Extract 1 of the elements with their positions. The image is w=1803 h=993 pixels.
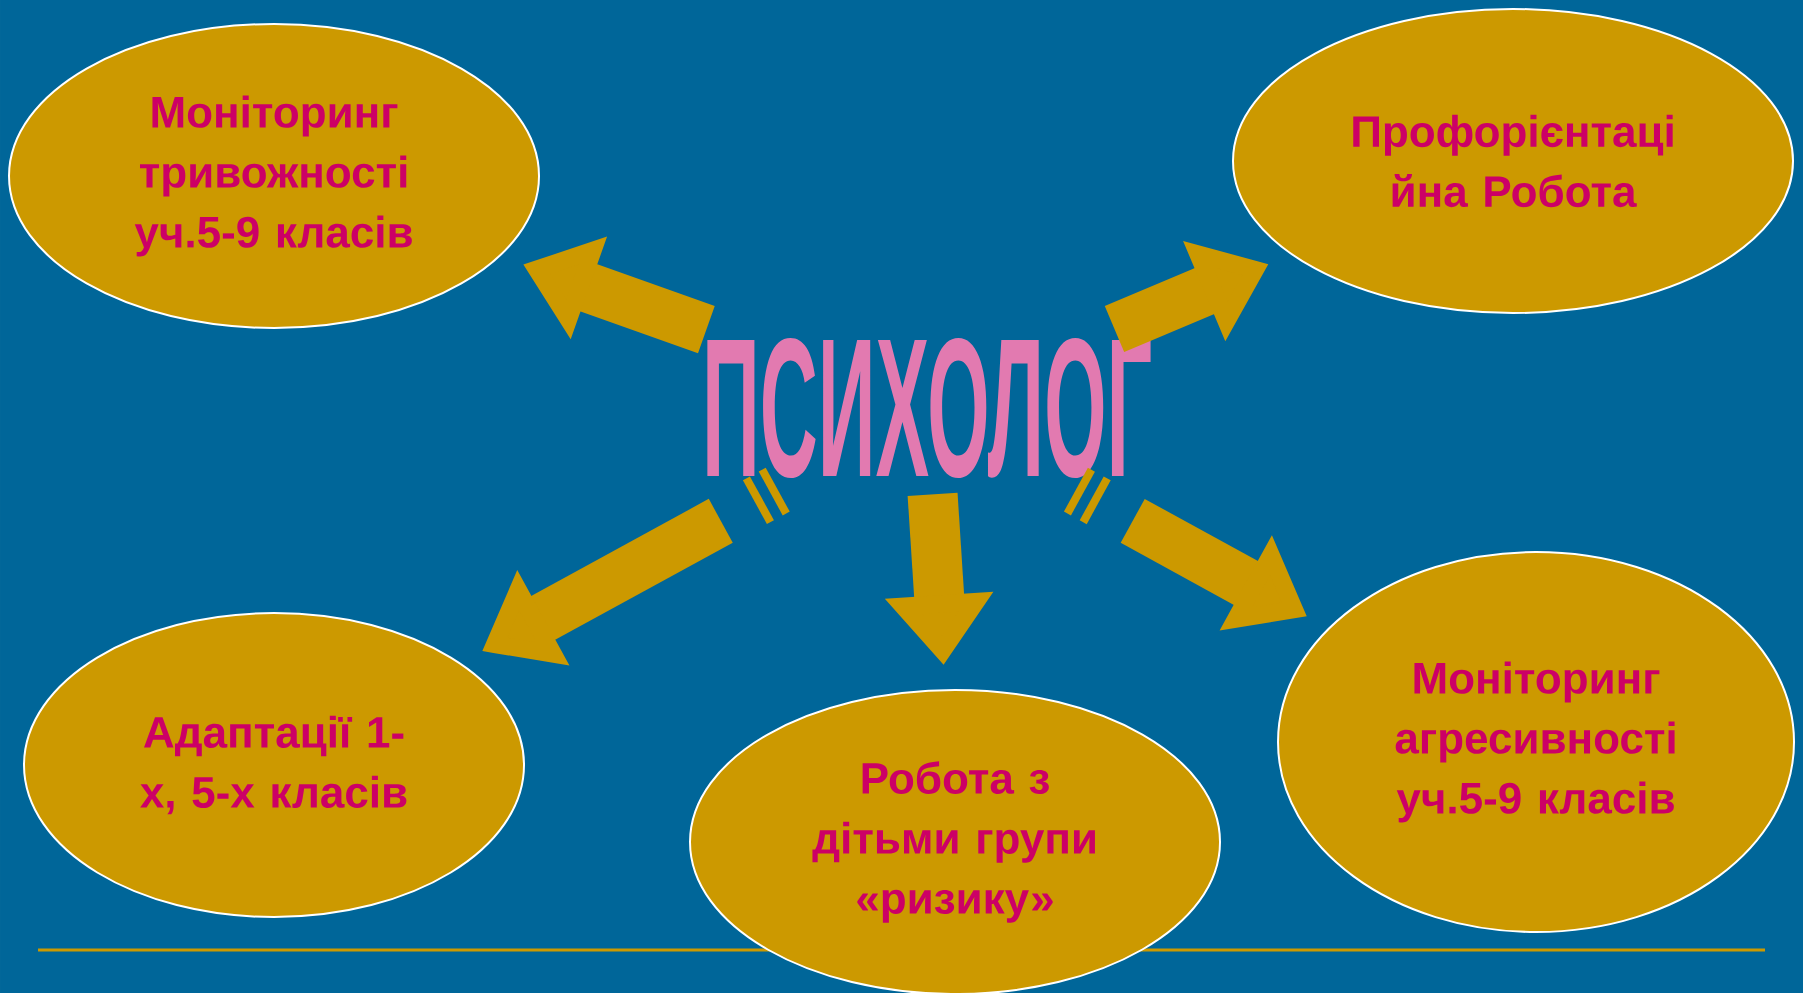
title-word: ПСИХОЛОГ [707, 338, 1151, 479]
